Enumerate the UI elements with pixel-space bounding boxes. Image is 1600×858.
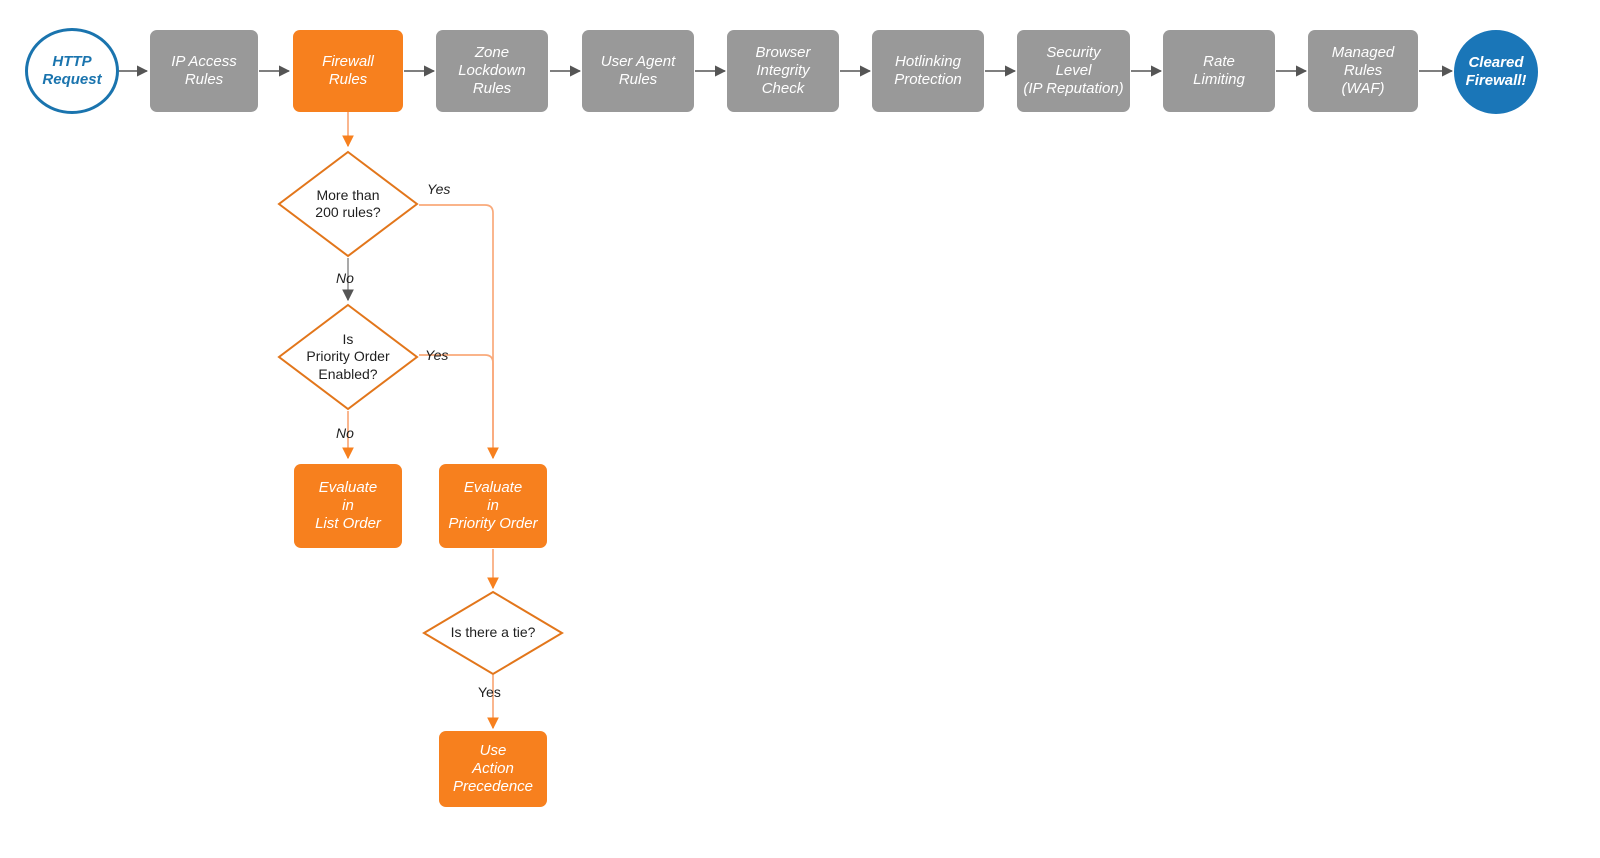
node-user-agent-rules[interactable]: User Agent Rules xyxy=(582,30,694,112)
diamond-shape xyxy=(422,590,564,676)
node-is-priority-order-enabled-label: Is Priority Order Enabled? xyxy=(306,331,390,382)
node-use-action-precedence-label: Use Action Precedence xyxy=(452,742,534,795)
node-rate-limiting-label: Rate Limiting xyxy=(1193,53,1245,88)
node-evaluate-in-priority-order[interactable]: Evaluate in Priority Order xyxy=(439,464,547,548)
node-more-than-200-rules-label: More than 200 rules? xyxy=(315,186,381,220)
node-browser-integrity-check[interactable]: Browser Integrity Check xyxy=(727,30,839,112)
edge-label-priority-order-no: No xyxy=(336,425,354,441)
edge-label-tie-yes: Yes xyxy=(478,684,501,700)
node-hotlinking-protection[interactable]: Hotlinking Protection xyxy=(872,30,984,112)
node-hotlinking-protection-label: Hotlinking Protection xyxy=(894,53,962,88)
node-cleared-firewall-label: Cleared Firewall! xyxy=(1465,54,1527,89)
edge-label-more-than-200-no: No xyxy=(336,270,354,286)
node-security-level[interactable]: Security Level (IP Reputation) xyxy=(1017,30,1130,112)
node-zone-lockdown-rules-label: Zone Lockdown Rules xyxy=(458,44,526,97)
node-ip-access-rules-label: IP Access Rules xyxy=(171,53,237,88)
node-security-level-label: Security Level (IP Reputation) xyxy=(1023,44,1124,97)
node-firewall-rules[interactable]: Firewall Rules xyxy=(293,30,403,112)
node-zone-lockdown-rules[interactable]: Zone Lockdown Rules xyxy=(436,30,548,112)
diamond-shape xyxy=(277,150,419,258)
node-is-there-a-tie-label: Is there a tie? xyxy=(450,624,536,641)
node-evaluate-in-list-order[interactable]: Evaluate in List Order xyxy=(294,464,402,548)
edge-label-priority-order-yes: Yes xyxy=(425,347,449,363)
edge-more-than-200-yes xyxy=(419,204,499,460)
node-http-request-label: HTTP Request xyxy=(42,53,102,88)
node-is-there-a-tie[interactable]: Is there a tie? xyxy=(422,590,564,676)
node-firewall-rules-label: Firewall Rules xyxy=(322,53,374,88)
node-user-agent-rules-label: User Agent Rules xyxy=(600,53,676,88)
diamond-shape xyxy=(277,303,419,411)
node-managed-rules-waf-label: Managed Rules (WAF) xyxy=(1331,44,1395,97)
node-cleared-firewall[interactable]: Cleared Firewall! xyxy=(1454,30,1538,114)
node-ip-access-rules[interactable]: IP Access Rules xyxy=(150,30,258,112)
node-evaluate-in-list-order-label: Evaluate in List Order xyxy=(315,479,381,532)
node-evaluate-in-priority-order-label: Evaluate in Priority Order xyxy=(448,479,538,532)
node-is-priority-order-enabled[interactable]: Is Priority Order Enabled? xyxy=(277,303,419,411)
edge-priority-order-yes xyxy=(419,354,494,440)
node-use-action-precedence[interactable]: Use Action Precedence xyxy=(439,731,547,807)
edge-label-more-than-200-yes: Yes xyxy=(427,181,451,197)
node-browser-integrity-check-label: Browser Integrity Check xyxy=(755,44,811,97)
node-rate-limiting[interactable]: Rate Limiting xyxy=(1163,30,1275,112)
node-more-than-200-rules[interactable]: More than 200 rules? xyxy=(277,150,419,258)
node-http-request[interactable]: HTTP Request xyxy=(25,28,119,114)
node-managed-rules-waf[interactable]: Managed Rules (WAF) xyxy=(1308,30,1418,112)
